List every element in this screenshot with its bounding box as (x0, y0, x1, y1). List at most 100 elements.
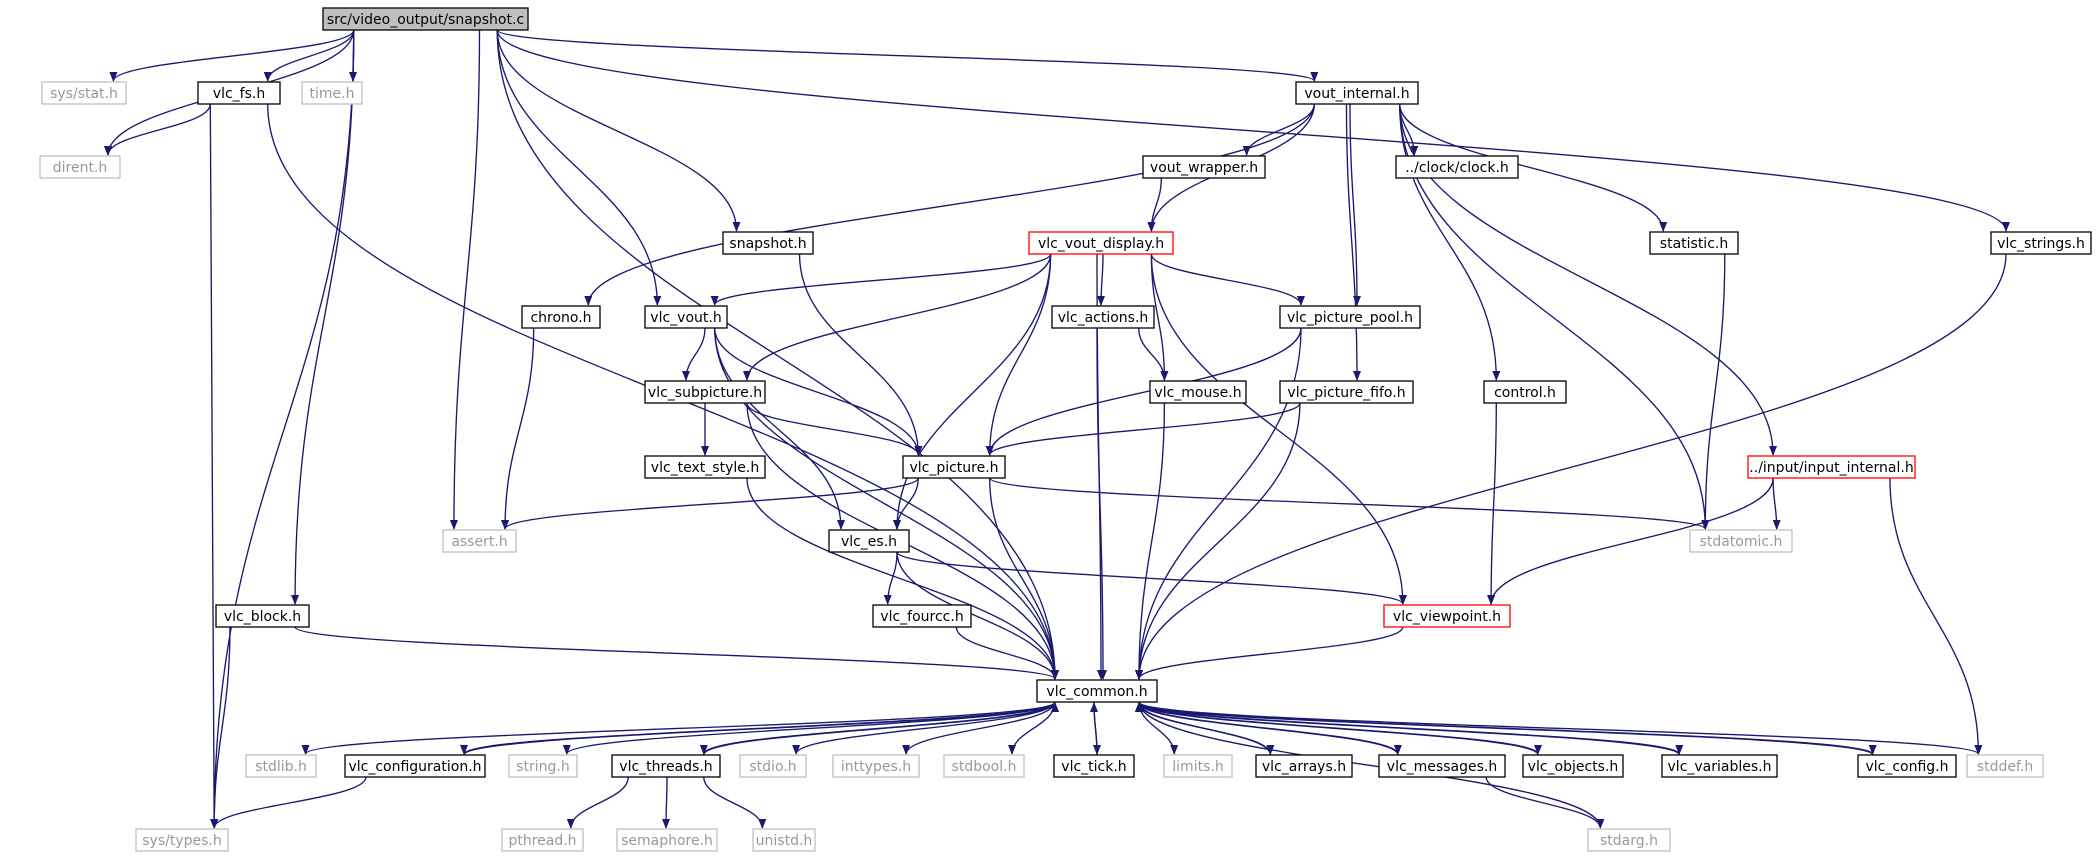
edge-vlc_es-to-vlc_common (896, 551, 1059, 680)
node-label: sys/types.h (142, 833, 221, 849)
edge-snapshot_c-to-vlc_block (291, 29, 355, 605)
edge-vlc_vout_display-to-vlc_picture (985, 253, 1052, 456)
node-vlc-configuration[interactable]: vlc_configuration.h (344, 754, 486, 778)
node-box (135, 828, 229, 852)
node-pthread: pthread.h (501, 828, 584, 852)
node-box (1149, 380, 1247, 404)
node-vlc-vout-display[interactable]: vlc_vout_display.h (1028, 231, 1174, 255)
edge-vlc_variables-to-vlc_common (1135, 702, 1680, 756)
edge-snapshot_c-to-assert (449, 29, 481, 530)
edge-vlc_common-to-stdlib (301, 701, 1056, 755)
edge-vlc_fs-to-dirent (104, 103, 211, 156)
node-label: dirent.h (53, 160, 108, 176)
node-vlc-objects[interactable]: vlc_objects.h (1522, 754, 1624, 778)
node-input-internal[interactable]: ../input/input_internal.h (1747, 455, 1916, 479)
node-stdatomic: stdatomic.h (1689, 529, 1793, 553)
edge-vlc_fs-to-sys_types (209, 103, 219, 829)
node-label: vlc_vout_display.h (1038, 236, 1164, 252)
edge-vlc_threads-to-vlc_common (703, 702, 1059, 756)
node-box (344, 754, 486, 778)
node-label: semaphore.h (621, 833, 713, 849)
node-vlc-picture[interactable]: vlc_picture.h (902, 455, 1006, 479)
node-vlc-picture-fifo[interactable]: vlc_picture_fifo.h (1279, 380, 1414, 404)
node-label: stdbool.h (952, 759, 1017, 775)
node-box (902, 455, 1006, 479)
node-label: vlc_vout.h (650, 310, 721, 326)
node-label: inttypes.h (841, 759, 911, 775)
node-vlc-actions[interactable]: vlc_actions.h (1051, 305, 1155, 329)
node-label: time.h (310, 86, 355, 102)
node-vlc-picture-pool[interactable]: vlc_picture_pool.h (1279, 305, 1421, 329)
node-box (197, 81, 281, 105)
node-box (644, 305, 728, 329)
node-label: stdarg.h (1600, 833, 1658, 849)
edge-control-to-vlc_viewpoint (1487, 402, 1497, 605)
node-box (1747, 455, 1916, 479)
edge-vout_wrapper-to-vlc_vout_display (1147, 177, 1162, 232)
node-box (828, 529, 910, 553)
edge-vlc_actions-to-vlc_mouse (1138, 327, 1169, 381)
node-sys-types: sys/types.h (135, 828, 229, 852)
node-box (521, 305, 601, 329)
node-box (752, 828, 816, 852)
node-vlc-mouse[interactable]: vlc_mouse.h (1149, 380, 1247, 404)
node-box (616, 828, 718, 852)
node-label: chrono.h (530, 310, 591, 326)
node-vlc-threads[interactable]: vlc_threads.h (611, 754, 721, 778)
node-vlc-subpicture[interactable]: vlc_subpicture.h (644, 380, 766, 404)
node-stdbool: stdbool.h (943, 754, 1025, 778)
node-control[interactable]: control.h (1483, 380, 1567, 404)
node-vlc-arrays[interactable]: vlc_arrays.h (1255, 754, 1353, 778)
edge-vout_internal-to-statistic (1399, 103, 1668, 232)
edge-vlc_block-to-sys_types (210, 626, 231, 829)
node-box (1279, 305, 1421, 329)
edge-vlc_picture-to-stdatomic (989, 477, 1710, 530)
node-box (1279, 380, 1414, 404)
node-vlc-fourcc[interactable]: vlc_fourcc.h (872, 604, 972, 628)
node-box (1649, 231, 1739, 255)
node-vlc-strings[interactable]: vlc_strings.h (1990, 231, 2092, 255)
node-vlc-vout[interactable]: vlc_vout.h (644, 305, 728, 329)
node-vlc-messages[interactable]: vlc_messages.h (1378, 754, 1506, 778)
node-vlc-tick[interactable]: vlc_tick.h (1053, 754, 1135, 778)
node-vout-wrapper[interactable]: vout_wrapper.h (1142, 155, 1266, 179)
node-label: vlc_fourcc.h (880, 609, 963, 625)
node-statistic[interactable]: statistic.h (1649, 231, 1739, 255)
node-box (1661, 754, 1778, 778)
node-vlc-fs[interactable]: vlc_fs.h (197, 81, 281, 105)
node-snapshot-h[interactable]: snapshot.h (722, 231, 814, 255)
node-vlc-block[interactable]: vlc_block.h (215, 604, 310, 628)
node-vlc-common[interactable]: vlc_common.h (1036, 679, 1158, 703)
node-box (739, 754, 807, 778)
node-label: vlc_mouse.h (1154, 385, 1241, 401)
node-stdlib: stdlib.h (245, 754, 317, 778)
node-box (1053, 754, 1135, 778)
edge-vlc_picture_fifo-to-vlc_picture (985, 402, 1301, 456)
node-vlc-es[interactable]: vlc_es.h (828, 529, 910, 553)
node-label: vlc_picture_fifo.h (1287, 385, 1405, 401)
edge-vout_internal-to-vout_wrapper (1242, 103, 1315, 156)
edge-vlc_threads-to-semaphore (662, 776, 671, 829)
edge-vlc_picture-to-vlc_es (893, 477, 919, 530)
edge-vlc_es-to-vlc_viewpoint (896, 551, 1407, 605)
node-stddef: stddef.h (1966, 754, 2044, 778)
node-box (1383, 604, 1511, 628)
edge-vlc_configuration-to-sys_types (210, 776, 367, 829)
edge-snapshot_c-to-vout_internal (496, 29, 1318, 82)
node-clock[interactable]: ../clock/clock.h (1395, 155, 1519, 179)
node-vlc-config[interactable]: vlc_config.h (1857, 754, 1957, 778)
node-vlc-viewpoint[interactable]: vlc_viewpoint.h (1383, 604, 1511, 628)
node-snapshot-c[interactable]: src/video_output/snapshot.c (322, 7, 529, 31)
edge-chrono-to-assert (501, 327, 535, 530)
node-vlc-text-style[interactable]: vlc_text_style.h (644, 455, 766, 479)
edge-vlc_text_style-to-vlc_common (746, 477, 1059, 680)
edge-vlc_mouse-to-vlc_common (1135, 402, 1166, 680)
node-label: vlc_common.h (1046, 684, 1147, 700)
edge-vlc_messages-to-stdarg (1485, 776, 1605, 829)
node-label: vlc_text_style.h (651, 460, 759, 476)
edge-vlc_actions-to-vlc_common (1096, 327, 1107, 680)
node-vlc-variables[interactable]: vlc_variables.h (1661, 754, 1778, 778)
node-chrono[interactable]: chrono.h (521, 305, 601, 329)
node-vout-internal[interactable]: vout_internal.h (1295, 81, 1419, 105)
node-label: vlc_block.h (224, 609, 301, 625)
